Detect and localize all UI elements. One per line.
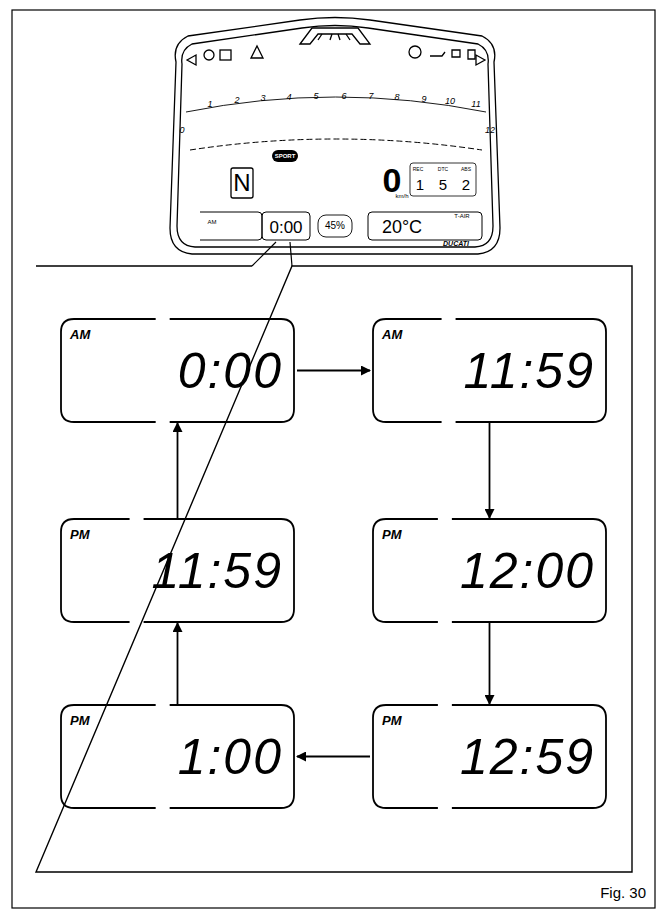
page-frame <box>12 10 655 908</box>
dashboard-label: 0:00 <box>269 219 302 236</box>
am-pm-indicator: AM <box>382 328 402 341</box>
dashboard-label: 45% <box>325 221 345 231</box>
dashboard-label: REC <box>413 167 424 172</box>
am-pm-indicator: PM <box>382 528 402 541</box>
dashboard-label: T-AIR <box>454 213 469 219</box>
drawing-stroke <box>430 50 475 59</box>
display-outline <box>61 705 294 808</box>
display-outline <box>61 519 294 622</box>
dashboard-label: 8 <box>394 93 399 102</box>
dashboard-label: 11 <box>471 100 480 109</box>
dashboard-label: N <box>233 171 250 195</box>
callout-leader <box>252 242 292 266</box>
clock-digits: 11:59 <box>152 546 283 596</box>
drawing-stroke <box>231 168 253 198</box>
drawing-stroke <box>204 50 214 60</box>
dashboard-label: 3 <box>260 94 265 103</box>
clock-digits: 12:59 <box>460 732 595 782</box>
drawing-stroke <box>368 212 482 240</box>
flow-arrow <box>297 756 370 758</box>
flow-arrow <box>297 370 370 372</box>
dashboard-label: AM <box>208 219 217 225</box>
clock-display: PM 12:00 <box>372 518 607 623</box>
flow-arrow <box>177 623 179 704</box>
dashboard-label: ABS <box>461 167 471 172</box>
drawing-stroke <box>251 46 263 58</box>
clock-digits: 11:59 <box>464 346 595 396</box>
drawing-stroke <box>318 215 352 237</box>
am-pm-indicator: PM <box>70 528 90 541</box>
dashboard-label: 4 <box>286 93 291 102</box>
callout-box <box>36 266 632 872</box>
display-outline <box>373 705 606 808</box>
drawing-stroke <box>220 50 231 60</box>
drawing-stroke <box>190 139 482 150</box>
display-outline <box>373 519 606 622</box>
clock-digits: 1:00 <box>178 732 283 782</box>
drawing-stroke <box>186 97 486 112</box>
am-pm-indicator: PM <box>70 714 90 727</box>
drawing-stroke <box>409 46 421 58</box>
sport-badge <box>272 150 298 162</box>
flow-arrow <box>177 423 179 518</box>
display-outline <box>373 319 606 422</box>
dashboard-label: DUCATI <box>443 240 469 247</box>
dashboard-label: 6 <box>341 92 346 101</box>
clock-display: AM 11:59 <box>372 318 607 423</box>
dashboard-label: 5 <box>439 177 447 192</box>
flow-arrow <box>489 623 491 704</box>
drawing-stroke <box>300 28 370 44</box>
am-pm-indicator: PM <box>382 714 402 727</box>
dashboard-label: DTC <box>438 167 448 172</box>
drawing-stroke <box>252 242 292 266</box>
drawing-stroke <box>200 212 262 240</box>
clock-digits: 12:00 <box>460 546 595 596</box>
dashboard-label: 1 <box>416 177 424 192</box>
clock-display: PM 11:59 <box>60 518 295 623</box>
dashboard-label: 1 <box>207 100 212 109</box>
dashboard-label: 10 <box>445 97 455 106</box>
dashboard-label: 9 <box>421 95 426 104</box>
dashboard-label: 0 <box>383 163 402 197</box>
drawing-stroke <box>170 18 500 255</box>
dashboard <box>170 18 500 255</box>
dashboard-label: 7 <box>368 92 373 101</box>
dashboard-label: 12 <box>485 126 495 135</box>
clock-digits: 0:00 <box>178 346 283 396</box>
dashboard-label: SPORT <box>275 153 296 159</box>
drawing-stroke <box>318 34 350 40</box>
flow-arrow <box>489 423 491 518</box>
dashboard-label: 2 <box>234 96 239 105</box>
drawing-stroke <box>410 163 476 196</box>
dashboard-label: 20°C <box>382 218 422 236</box>
dashboard-label: 5 <box>313 92 318 101</box>
drawing-stroke <box>177 26 493 248</box>
am-pm-indicator: AM <box>70 328 90 341</box>
clock-display: PM 1:00 <box>60 704 295 809</box>
dashboard-label: km/h <box>395 193 408 199</box>
drawing-stroke <box>262 212 310 240</box>
dashboard-label: 2 <box>462 177 470 192</box>
clock-display: AM 0:00 <box>60 318 295 423</box>
clock-display: PM 12:59 <box>372 704 607 809</box>
dashboard-label: 0 <box>179 126 184 135</box>
figure-caption: Fig. 30 <box>600 884 646 901</box>
display-outline <box>61 319 294 422</box>
